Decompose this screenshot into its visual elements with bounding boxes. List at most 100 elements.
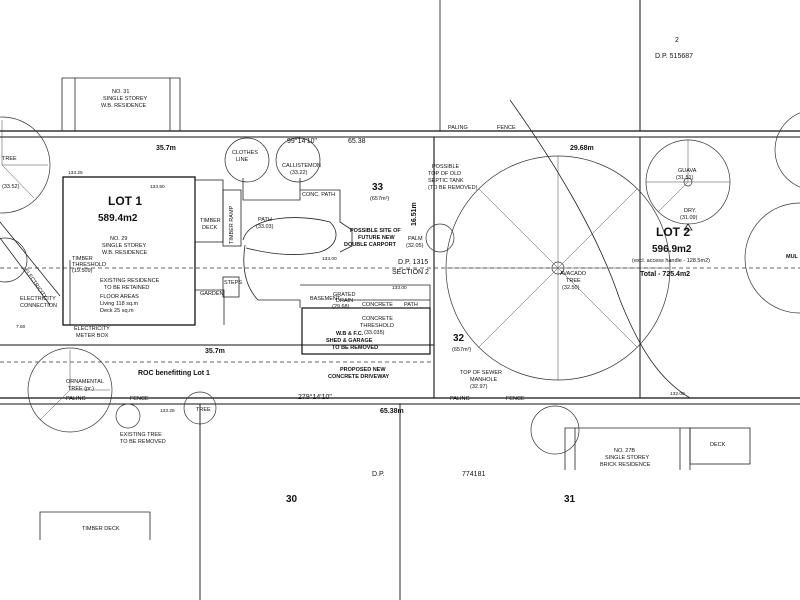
conc-path-label: CONC. PATH [302,192,335,198]
dry-line-2: (31.09) [680,215,698,221]
concrete-label: CONCRETE [362,302,393,308]
septic-line-2: TOP OF OLD [428,171,461,177]
bearing-bottom: 279°14'10" [298,393,332,401]
lot-1-area: 589.4m2 [98,213,138,224]
electricity-conn-1: ELECTRICITY [20,296,56,302]
existing-tree-2: TO BE REMOVED [120,439,166,445]
threshold-line-3: (19.509) [72,268,93,274]
dp-bottom: D.P. [372,471,385,478]
path-label-2: (33.03) [256,224,274,230]
shed-line-1: W.B & F.C. [336,331,364,337]
threshold-line-1: TIMBER [72,256,93,262]
basement-line-3: DRAIN [336,298,353,304]
existing-tree-1: EXISTING TREE [120,432,162,438]
electricity-box-1: ELECTRICITY [74,326,110,332]
lot-32-label: 32 [453,333,465,344]
ornamental-2: TREE (pr.) [68,386,94,392]
lot1-width-top: 35.7m [156,145,176,152]
neighbour-top-line-1: NO. 31 [112,89,129,95]
residence-lot-1 [62,176,242,326]
guava-line-1: GUAVA [678,168,697,174]
floor-deck: Deck 25 sq.m [100,308,134,314]
tree-clothes-line [224,137,270,183]
neighbour-bottom-line-1: NO. 27B [614,448,635,454]
tree-ornamental [27,347,113,433]
fence-bottom-right: FENCE [506,396,525,402]
carport-line-3: DOUBLE CARPORT [344,242,397,248]
paling-bottom-right: PALING [450,396,470,402]
carport-area [242,178,353,301]
ornamental-1: ORNAMENTAL [66,379,104,385]
conc-threshold-3: (33.035) [364,330,385,336]
residence-line-3: W.B. RESIDENCE [102,250,148,256]
sewer-line [0,99,693,399]
tree-callistemon [275,137,321,183]
sewer-line-2: MANHOLE [470,377,498,383]
neighbour-bottom-building [564,427,751,470]
basement-line-2: GRATED [333,292,356,298]
neighbour-top-line-2: SINGLE STOREY [103,96,148,102]
residence-line-1: NO. 29 [110,236,127,242]
sewer-line-3: (32.97) [470,384,488,390]
length-top: 65.38 [348,138,366,145]
lot-2-total: Total - 725.4m2 [640,271,690,278]
electricity-conn-2: CONNECTION [20,303,57,309]
tree-small-label: TREE [196,407,211,413]
path-mid-label: PATH [404,302,418,308]
tree-palm [425,223,455,253]
paling-bottom-left: PALING [66,396,86,402]
tree-left-shrub [0,237,28,283]
neighbour-bottom-deck: DECK [710,442,726,448]
avocado-line-1: AVACADO [560,271,587,277]
basement-line-4: (29.68) [332,304,350,310]
basement-line-1: BASEMENT [310,296,341,302]
threshold-line-2: THRESHOLD [72,262,106,268]
path-label-1: PATH [258,217,272,223]
mul-label: MUL [786,254,799,260]
shed-line-3: TO BE REMOVED [332,345,378,351]
dp-bottom-number: 774181 [462,471,485,478]
lot2-width: 29.68m [570,145,594,152]
paling-top: PALING [448,125,468,131]
lot1-width-bottom: 35.7m [205,348,225,355]
tree-bottom-right [530,405,580,455]
fence-bottom-left: FENCE [130,396,149,402]
timber-deck-line-1: TIMBER [200,218,221,224]
garden-label: GARDEN [200,291,224,297]
neighbour-top-building [61,77,181,131]
dp-section: D.P. 1315 [398,259,428,266]
driveway-line-2: CONCRETE DRIVEWAY [328,374,390,380]
spot-level: 7.60 [16,324,26,330]
lot-1-name: LOT 1 [108,194,142,208]
lot-2-area: 596.9m2 [652,244,692,255]
timber-deck-bottom-label: TIMBER DECK [82,526,120,532]
lot-30-label: 30 [286,494,298,505]
lot-33-area: (657m²) [370,196,389,202]
neighbour-top-line-3: W.B. RESIDENCE [101,103,147,109]
carport-line-1: POSSIBLE SITE OF [350,228,401,234]
retained-line-1: EXISTING RESIDENCE [100,278,160,284]
electricity-box-2: METER BOX [76,333,109,339]
timber-ramp-label: TIMBER RAMP [229,205,235,244]
callistemon-1: CALLISTEMON [282,163,321,169]
clothes-line-1: CLOTHES [232,150,258,156]
fence-top: FENCE [497,125,516,131]
spot-level: 133.50 [150,184,165,190]
floor-areas-label: FLOOR AREAS [100,294,139,300]
side-depth: 16.51m [411,202,418,226]
retained-line-2: TO BE RETAINED [104,285,149,291]
shed-garage [258,284,431,355]
spot-level: 133.25 [68,170,83,176]
spot-level: 133.00 [322,256,337,262]
shed-line-2: SHED & GARAGE [326,338,373,344]
timber-deck-bottom [39,511,151,540]
palm-line-1: PALM [408,236,423,242]
palm-line-2: (32.05) [406,243,424,249]
tree-left-large [0,116,51,214]
lot-32-area: (657m²) [452,347,471,353]
floor-living: Living 118 sq.m [100,301,139,307]
tree-bottom-small [115,391,217,429]
lot-2-top-number: 2 [675,37,679,44]
